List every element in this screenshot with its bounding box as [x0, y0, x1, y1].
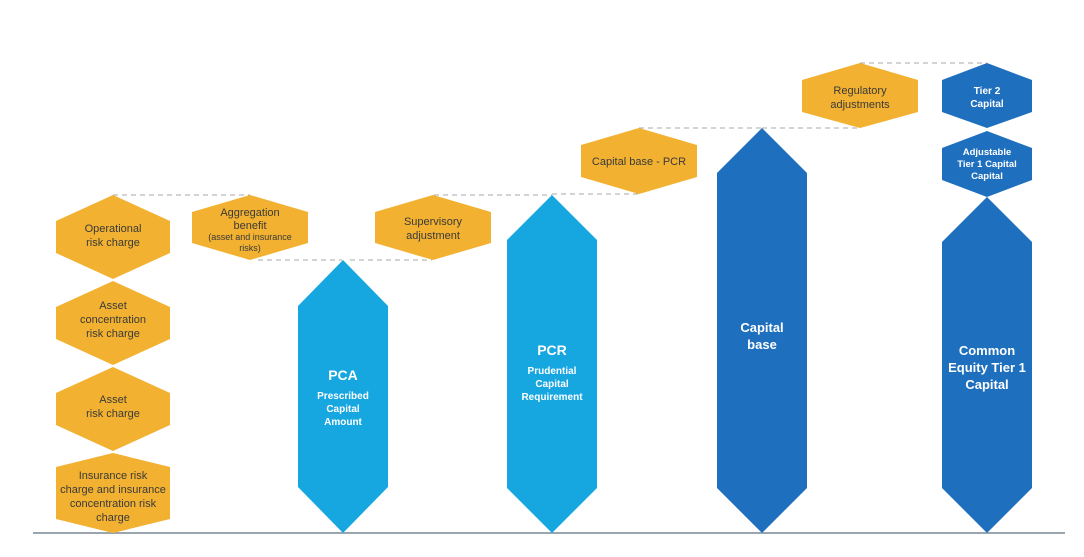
regulatory-adjustments: Regulatory adjustments [802, 63, 918, 128]
pca-hexagon [298, 260, 388, 533]
capital-base: Capital base [717, 128, 807, 533]
asset-risk-hexagon [56, 367, 170, 451]
pca: PCA Prescribed Capital Amount [298, 260, 388, 533]
operational-risk-label-1: Operational [85, 223, 142, 235]
adjustable-label-2: Tier 1 Capital [957, 159, 1017, 170]
insurance-risk-label-3: concentration risk [70, 498, 157, 510]
adjustable-label-1: Adjustable [963, 147, 1012, 158]
asset-concentration-hexagon [56, 281, 170, 365]
tier2-label-2: Capital [970, 99, 1004, 110]
supervisory-label-2: adjustment [406, 230, 460, 242]
regulatory-label-1: Regulatory [833, 85, 887, 97]
capital-base-label-1: Capital [740, 320, 783, 335]
asset-concentration-label-1: Asset [99, 300, 127, 312]
aggregation-label-1: Aggregation [220, 207, 279, 219]
pcr-sub-1: Prudential [528, 366, 577, 377]
cet1-label-3: Capital [965, 377, 1008, 392]
adjustable-tier1-hexagon [942, 131, 1032, 197]
asset-risk-label-2: risk charge [86, 408, 140, 420]
insurance-risk-label-4: charge [96, 512, 130, 524]
insurance-risk-hexagon [56, 453, 170, 533]
risk-charge-stack: Operational risk charge Asset concentrat… [56, 195, 170, 533]
pcr-sub-2: Capital [535, 379, 569, 390]
pcr-title: PCR [537, 342, 567, 358]
pca-sub-3: Amount [324, 417, 362, 428]
aggregation-benefit: Aggregation benefit (asset and insurance… [192, 195, 308, 260]
capital-base-hexagon [717, 128, 807, 533]
tier2-label-1: Tier 2 [974, 86, 1001, 97]
pcr: PCR Prudential Capital Requirement [507, 195, 597, 533]
operational-risk-hexagon [56, 195, 170, 279]
operational-risk-label-2: risk charge [86, 237, 140, 249]
asset-concentration-label-2: concentration [80, 314, 146, 326]
capital-base-minus-pcr: Capital base - PCR [581, 128, 697, 194]
capital-base-minus-pcr-hexagon [581, 128, 697, 194]
aggregation-label-3: (asset and insurance [208, 232, 292, 242]
tier2-capital-hexagon [942, 63, 1032, 128]
pca-title: PCA [328, 367, 358, 383]
aggregation-benefit-hexagon [192, 195, 308, 260]
supervisory-adjustment: Supervisory adjustment [375, 195, 491, 260]
cet1-label-1: Common [959, 343, 1015, 358]
pca-sub-1: Prescribed [317, 391, 369, 402]
connector-lines [113, 62, 987, 261]
supervisory-label-1: Supervisory [404, 216, 463, 228]
pcr-sub-3: Requirement [521, 392, 583, 403]
asset-risk-label-1: Asset [99, 394, 127, 406]
asset-concentration-label-3: risk charge [86, 328, 140, 340]
pcr-hexagon [507, 195, 597, 533]
insurance-risk-label-1: Insurance risk [79, 470, 148, 482]
cet1-capital-hexagon [942, 197, 1032, 533]
regulatory-adjustments-hexagon [802, 63, 918, 128]
adjustable-label-3: Capital [971, 171, 1003, 182]
regulatory-label-2: adjustments [830, 99, 890, 111]
pca-sub-2: Capital [326, 404, 360, 415]
capital-base-label-2: base [747, 337, 777, 352]
capital-components: Tier 2 Capital Adjustable Tier 1 Capital… [942, 63, 1032, 533]
cet1-label-2: Equity Tier 1 [948, 360, 1026, 375]
aggregation-label-4: risks) [239, 243, 261, 253]
supervisory-adjustment-hexagon [375, 195, 491, 260]
capital-base-minus-pcr-label: Capital base - PCR [592, 156, 686, 168]
insurance-risk-label-2: charge and insurance [60, 484, 166, 496]
aggregation-label-2: benefit [233, 220, 266, 232]
